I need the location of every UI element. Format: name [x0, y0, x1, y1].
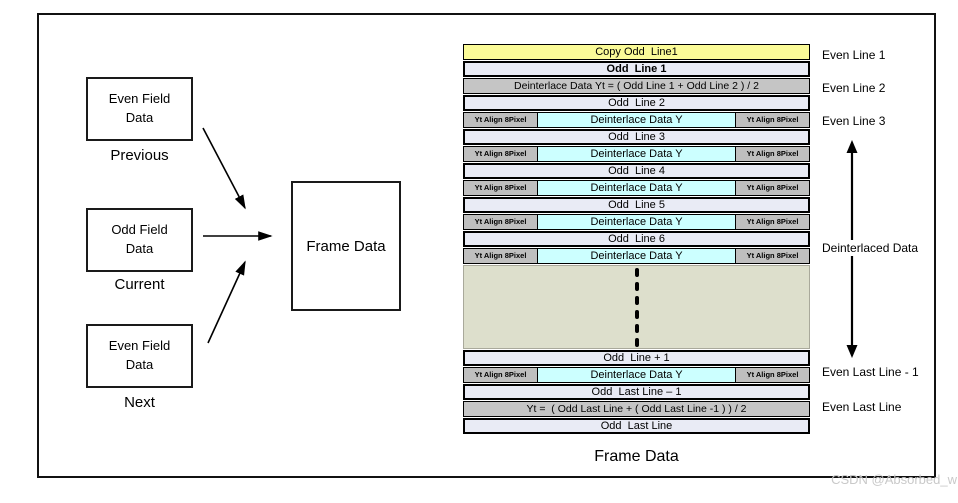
yt-align-cell: Yt Align 8Pixel: [735, 113, 809, 127]
yt-align-cell: Yt Align 8Pixel: [735, 249, 809, 263]
stack-row-label: Odd Last Line: [600, 419, 673, 432]
frame-data-box: Frame Data: [291, 181, 401, 311]
deinterlace-data-cell: Deinterlace Data Y: [538, 368, 735, 382]
label-even-last-line-minus-1: Even Last Line - 1: [822, 365, 919, 379]
stack-row-label: Deinterlace Data Yt = ( Odd Line 1 + Odd…: [514, 79, 759, 92]
label-even-line-3: Even Line 3: [822, 114, 886, 128]
label-deinterlaced-data: Deinterlaced Data: [822, 240, 921, 256]
stack-row-label: Copy Odd Line1: [595, 45, 678, 58]
stack-row-label: Odd Line 5: [608, 198, 665, 211]
yt-align-cell: Yt Align 8Pixel: [464, 113, 538, 127]
stack-row-label: Odd Line 3: [608, 130, 665, 143]
yt-align-cell: Yt Align 8Pixel: [464, 215, 538, 229]
stack-row-odd-5: Odd Line 3: [463, 129, 810, 145]
stack-row-odd-11: Odd Line 6: [463, 231, 810, 247]
frame-data-caption: Frame Data: [594, 448, 679, 465]
csdn-watermark: CSDN @Absorbed_w: [831, 472, 957, 487]
label-even-last-line: Even Last Line: [822, 400, 902, 414]
ellipsis-dots: [634, 267, 639, 347]
stack-row-label: Odd Line 6: [608, 232, 665, 245]
deinterlace-data-cell: Deinterlace Data Y: [538, 147, 735, 161]
yt-align-cell: Yt Align 8Pixel: [464, 181, 538, 195]
stack-row-label: Odd Last Line – 1: [591, 385, 682, 398]
odd-field-current-box: Odd Field Data: [86, 208, 193, 272]
stack-row-formula-17: Yt = ( Odd Last Line + ( Odd Last Line -…: [463, 401, 810, 417]
outer-frame: [37, 13, 936, 478]
stack-row-copy-0: Copy Odd Line1: [463, 44, 810, 60]
stack-row-odd-9: Odd Line 5: [463, 197, 810, 213]
previous-label: Previous: [110, 147, 169, 164]
deinterlace-data-cell: Deinterlace Data Y: [538, 181, 735, 195]
yt-align-cell: Yt Align 8Pixel: [464, 147, 538, 161]
stack-row-label: Odd Line 1: [606, 62, 667, 75]
stack-row-label: Yt = ( Odd Last Line + ( Odd Last Line -…: [526, 402, 747, 415]
deinterlace-data-cell: Deinterlace Data Y: [538, 215, 735, 229]
yt-align-cell: Yt Align 8Pixel: [464, 249, 538, 263]
yt-align-cell: Yt Align 8Pixel: [464, 368, 538, 382]
yt-align-cell: Yt Align 8Pixel: [735, 368, 809, 382]
current-label: Current: [114, 276, 165, 293]
yt-align-cell: Yt Align 8Pixel: [735, 181, 809, 195]
even-field-previous-box: Even Field Data: [86, 77, 193, 141]
stack-row-odd-18: Odd Last Line: [463, 418, 810, 434]
stack-row-gap-13: [463, 265, 810, 349]
label-even-line-2: Even Line 2: [822, 81, 886, 95]
stack-row-formula-2: Deinterlace Data Yt = ( Odd Line 1 + Odd…: [463, 78, 810, 94]
stack-row-label: Odd Line 4: [608, 164, 665, 177]
stack-row-odd-1: Odd Line 1: [463, 61, 810, 77]
stack-row-label: Odd Line 2: [608, 96, 665, 109]
even-field-next-box: Even Field Data: [86, 324, 193, 388]
stack-row-odd-16: Odd Last Line – 1: [463, 384, 810, 400]
deinterlace-data-cell: Deinterlace Data Y: [538, 113, 735, 127]
stack-row-label: Odd Line + 1: [603, 351, 670, 364]
deinterlace-data-cell: Deinterlace Data Y: [538, 249, 735, 263]
label-even-line-1: Even Line 1: [822, 48, 886, 62]
stack-row-odd-7: Odd Line 4: [463, 163, 810, 179]
yt-align-cell: Yt Align 8Pixel: [735, 215, 809, 229]
stack-row-odd-3: Odd Line 2: [463, 95, 810, 111]
yt-align-cell: Yt Align 8Pixel: [735, 147, 809, 161]
stack-row-odd-14: Odd Line + 1: [463, 350, 810, 366]
next-label: Next: [124, 394, 155, 411]
